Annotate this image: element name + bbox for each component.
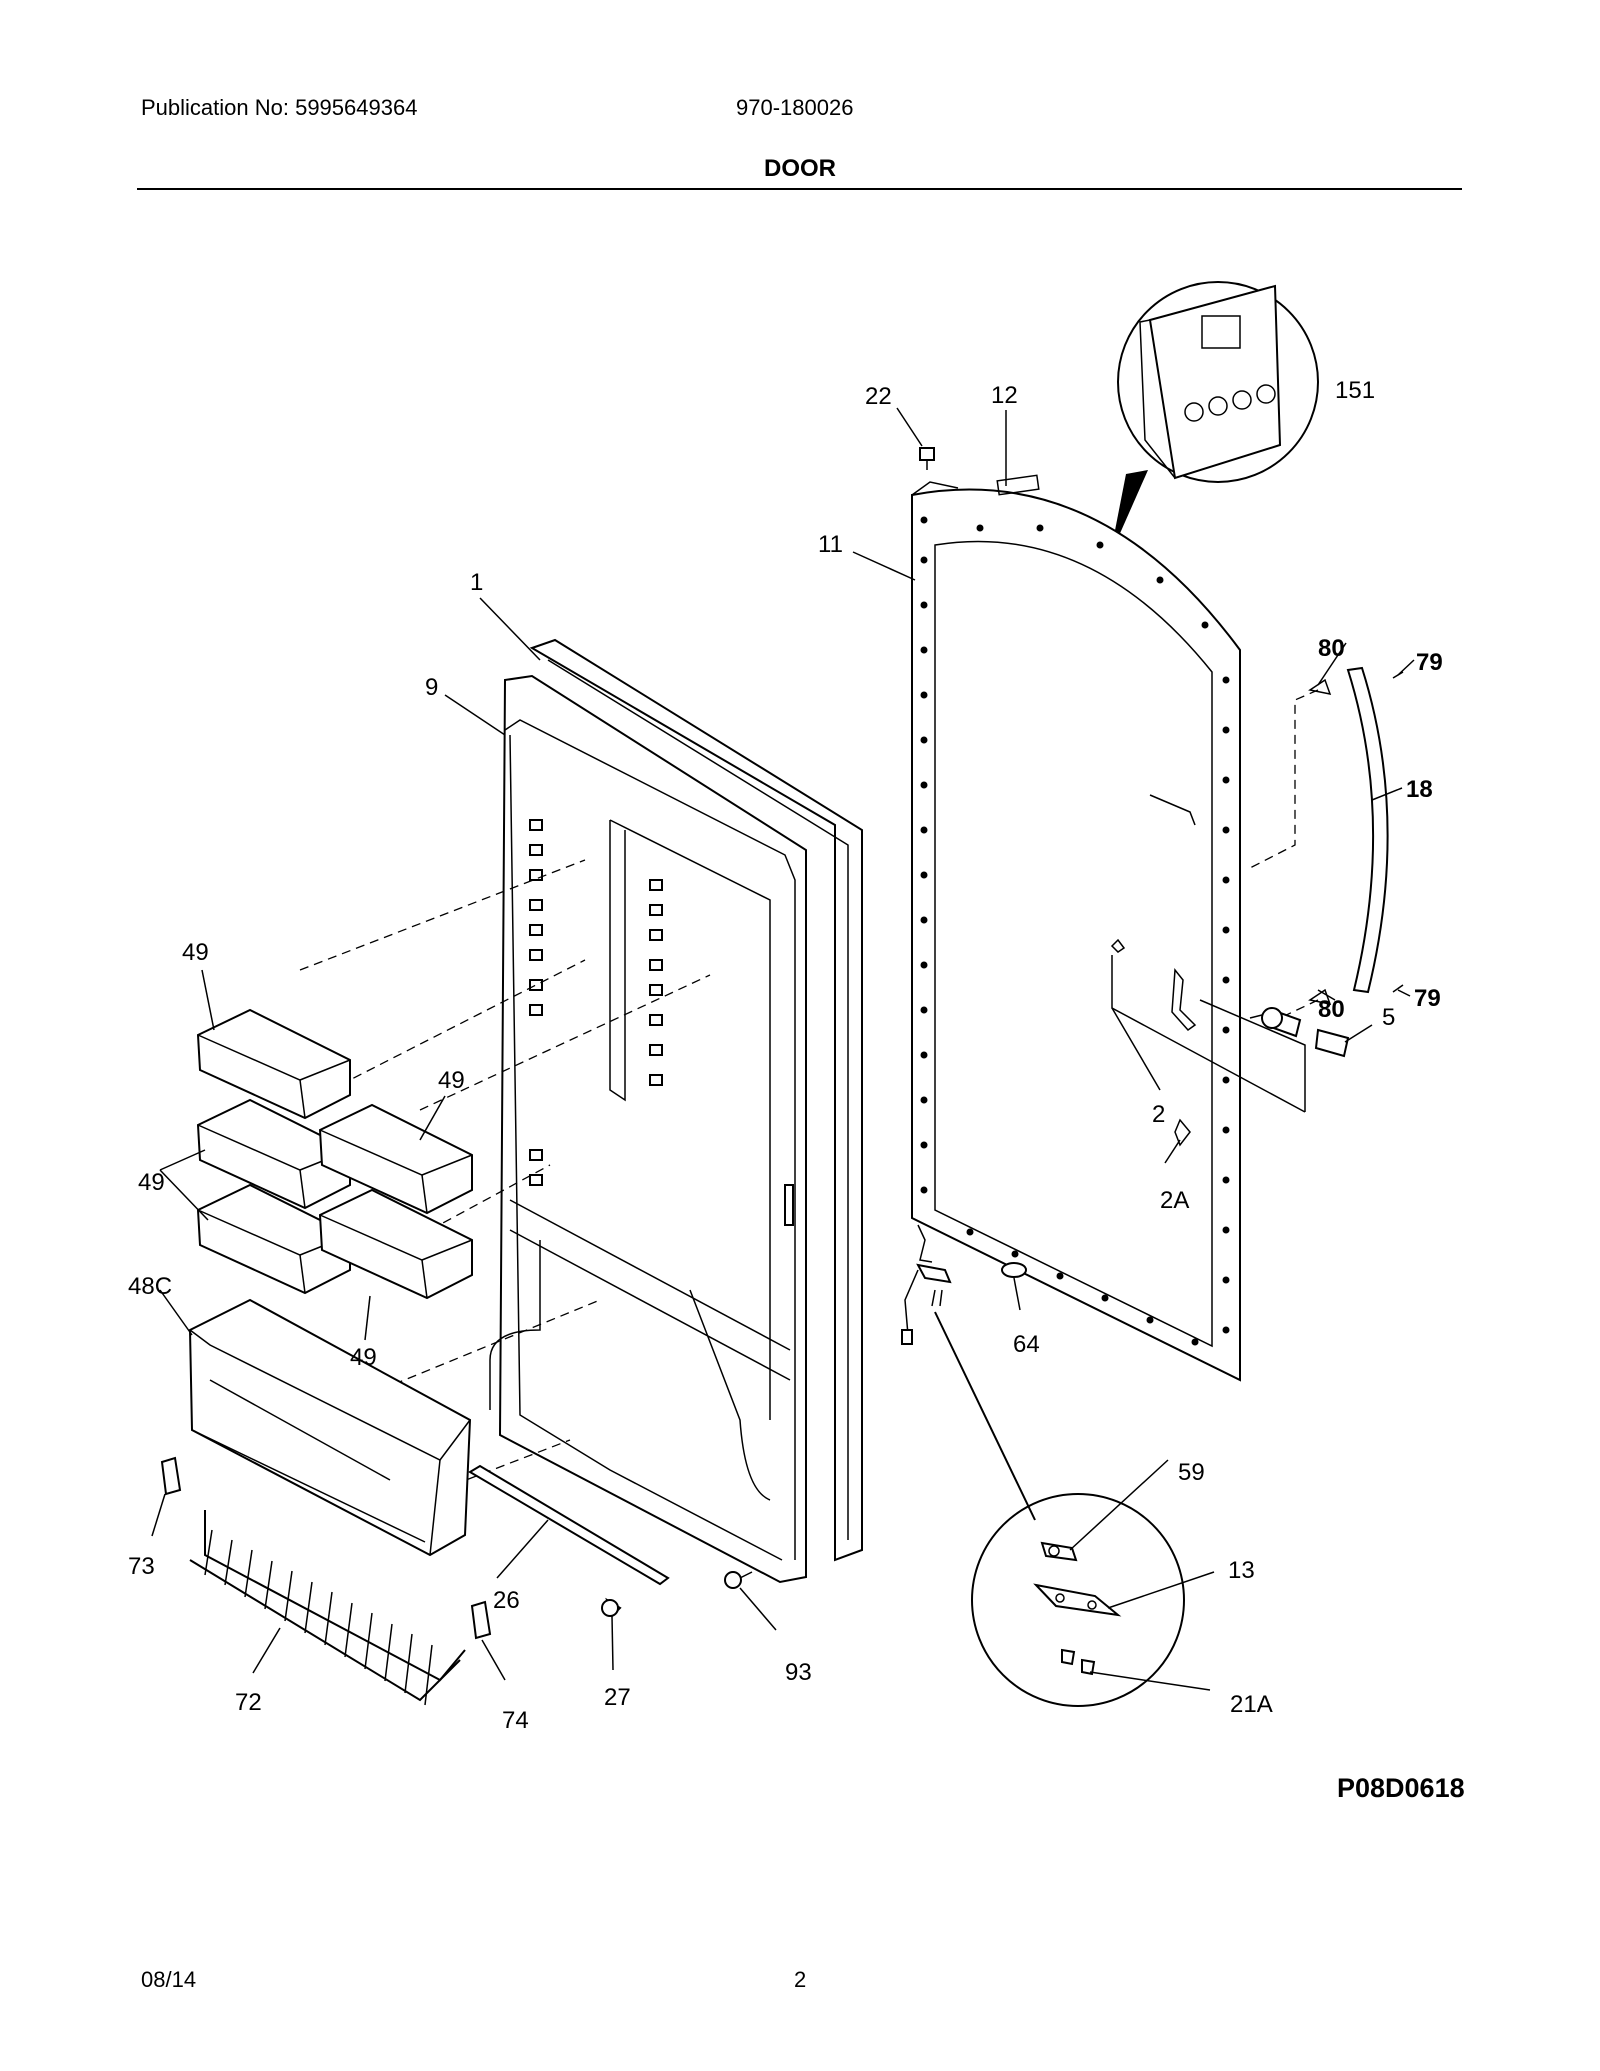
door-lock — [1249, 1007, 1350, 1058]
callout-2a: 2A — [1160, 1187, 1189, 1214]
hinge-detail — [971, 1493, 1185, 1707]
callout-64: 64 — [1013, 1331, 1040, 1358]
callout-49-left: 49 — [138, 1169, 165, 1196]
callout-5: 5 — [1382, 1004, 1395, 1031]
control-panel-detail — [1110, 281, 1319, 556]
callout-27: 27 — [604, 1684, 631, 1711]
callout-26: 26 — [493, 1587, 520, 1614]
callout-18: 18 — [1406, 776, 1433, 803]
door-bin — [196, 1183, 351, 1295]
callout-22: 22 — [865, 383, 892, 410]
callout-80-bottom: 80 — [1318, 996, 1345, 1023]
callout-49-top: 49 — [182, 939, 209, 966]
trim-strip — [468, 1464, 670, 1586]
callout-80-top: 80 — [1318, 635, 1345, 662]
callout-1: 1 — [470, 569, 483, 596]
end-cap-right — [470, 1600, 492, 1640]
wire-rack — [189, 1510, 466, 1706]
diagram-code: P08D0618 — [1337, 1773, 1465, 1803]
end-cap-left — [160, 1456, 182, 1496]
footer-date: 08/14 — [141, 1967, 197, 1992]
callout-151: 151 — [1335, 377, 1375, 404]
callout-49-bottom: 49 — [350, 1344, 377, 1371]
callout-59: 59 — [1178, 1459, 1205, 1486]
door-bin — [196, 1098, 351, 1210]
door-bin — [318, 1103, 473, 1215]
callout-9: 9 — [425, 674, 438, 701]
callout-2: 2 — [1152, 1101, 1165, 1128]
door-inner-liner — [489, 674, 807, 1584]
door-bin — [318, 1188, 473, 1300]
callout-93: 93 — [785, 1659, 812, 1686]
callout-48c: 48C — [128, 1273, 172, 1300]
callout-13: 13 — [1228, 1557, 1255, 1584]
callout-49-right: 49 — [438, 1067, 465, 1094]
callout-79-top: 79 — [1416, 649, 1443, 676]
header-rule — [137, 188, 1462, 190]
screw-22 — [919, 447, 935, 470]
leader-lines — [151, 407, 1415, 1691]
callout-73: 73 — [128, 1553, 155, 1580]
model-number: 970-180026 — [736, 95, 854, 120]
door-shelf-large — [188, 1298, 472, 1557]
publication-number: Publication No: 5995649364 — [141, 95, 418, 120]
door-outer-panel — [911, 474, 1241, 1382]
callout-72: 72 — [235, 1689, 262, 1716]
door-bin — [196, 1008, 351, 1120]
door-gasket — [529, 638, 863, 1562]
section-title: DOOR — [764, 155, 836, 182]
callout-79-bottom: 79 — [1414, 985, 1441, 1012]
hinge-assembly — [901, 1224, 1036, 1521]
door-handle — [1249, 666, 1404, 1019]
callout-21a: 21A — [1230, 1691, 1273, 1718]
screw-93 — [724, 1571, 753, 1589]
callout-74: 74 — [502, 1707, 529, 1734]
page-number: 2 — [794, 1967, 807, 1992]
screw-27 — [601, 1597, 622, 1618]
callout-12: 12 — [991, 382, 1018, 409]
callout-11: 11 — [818, 531, 843, 558]
